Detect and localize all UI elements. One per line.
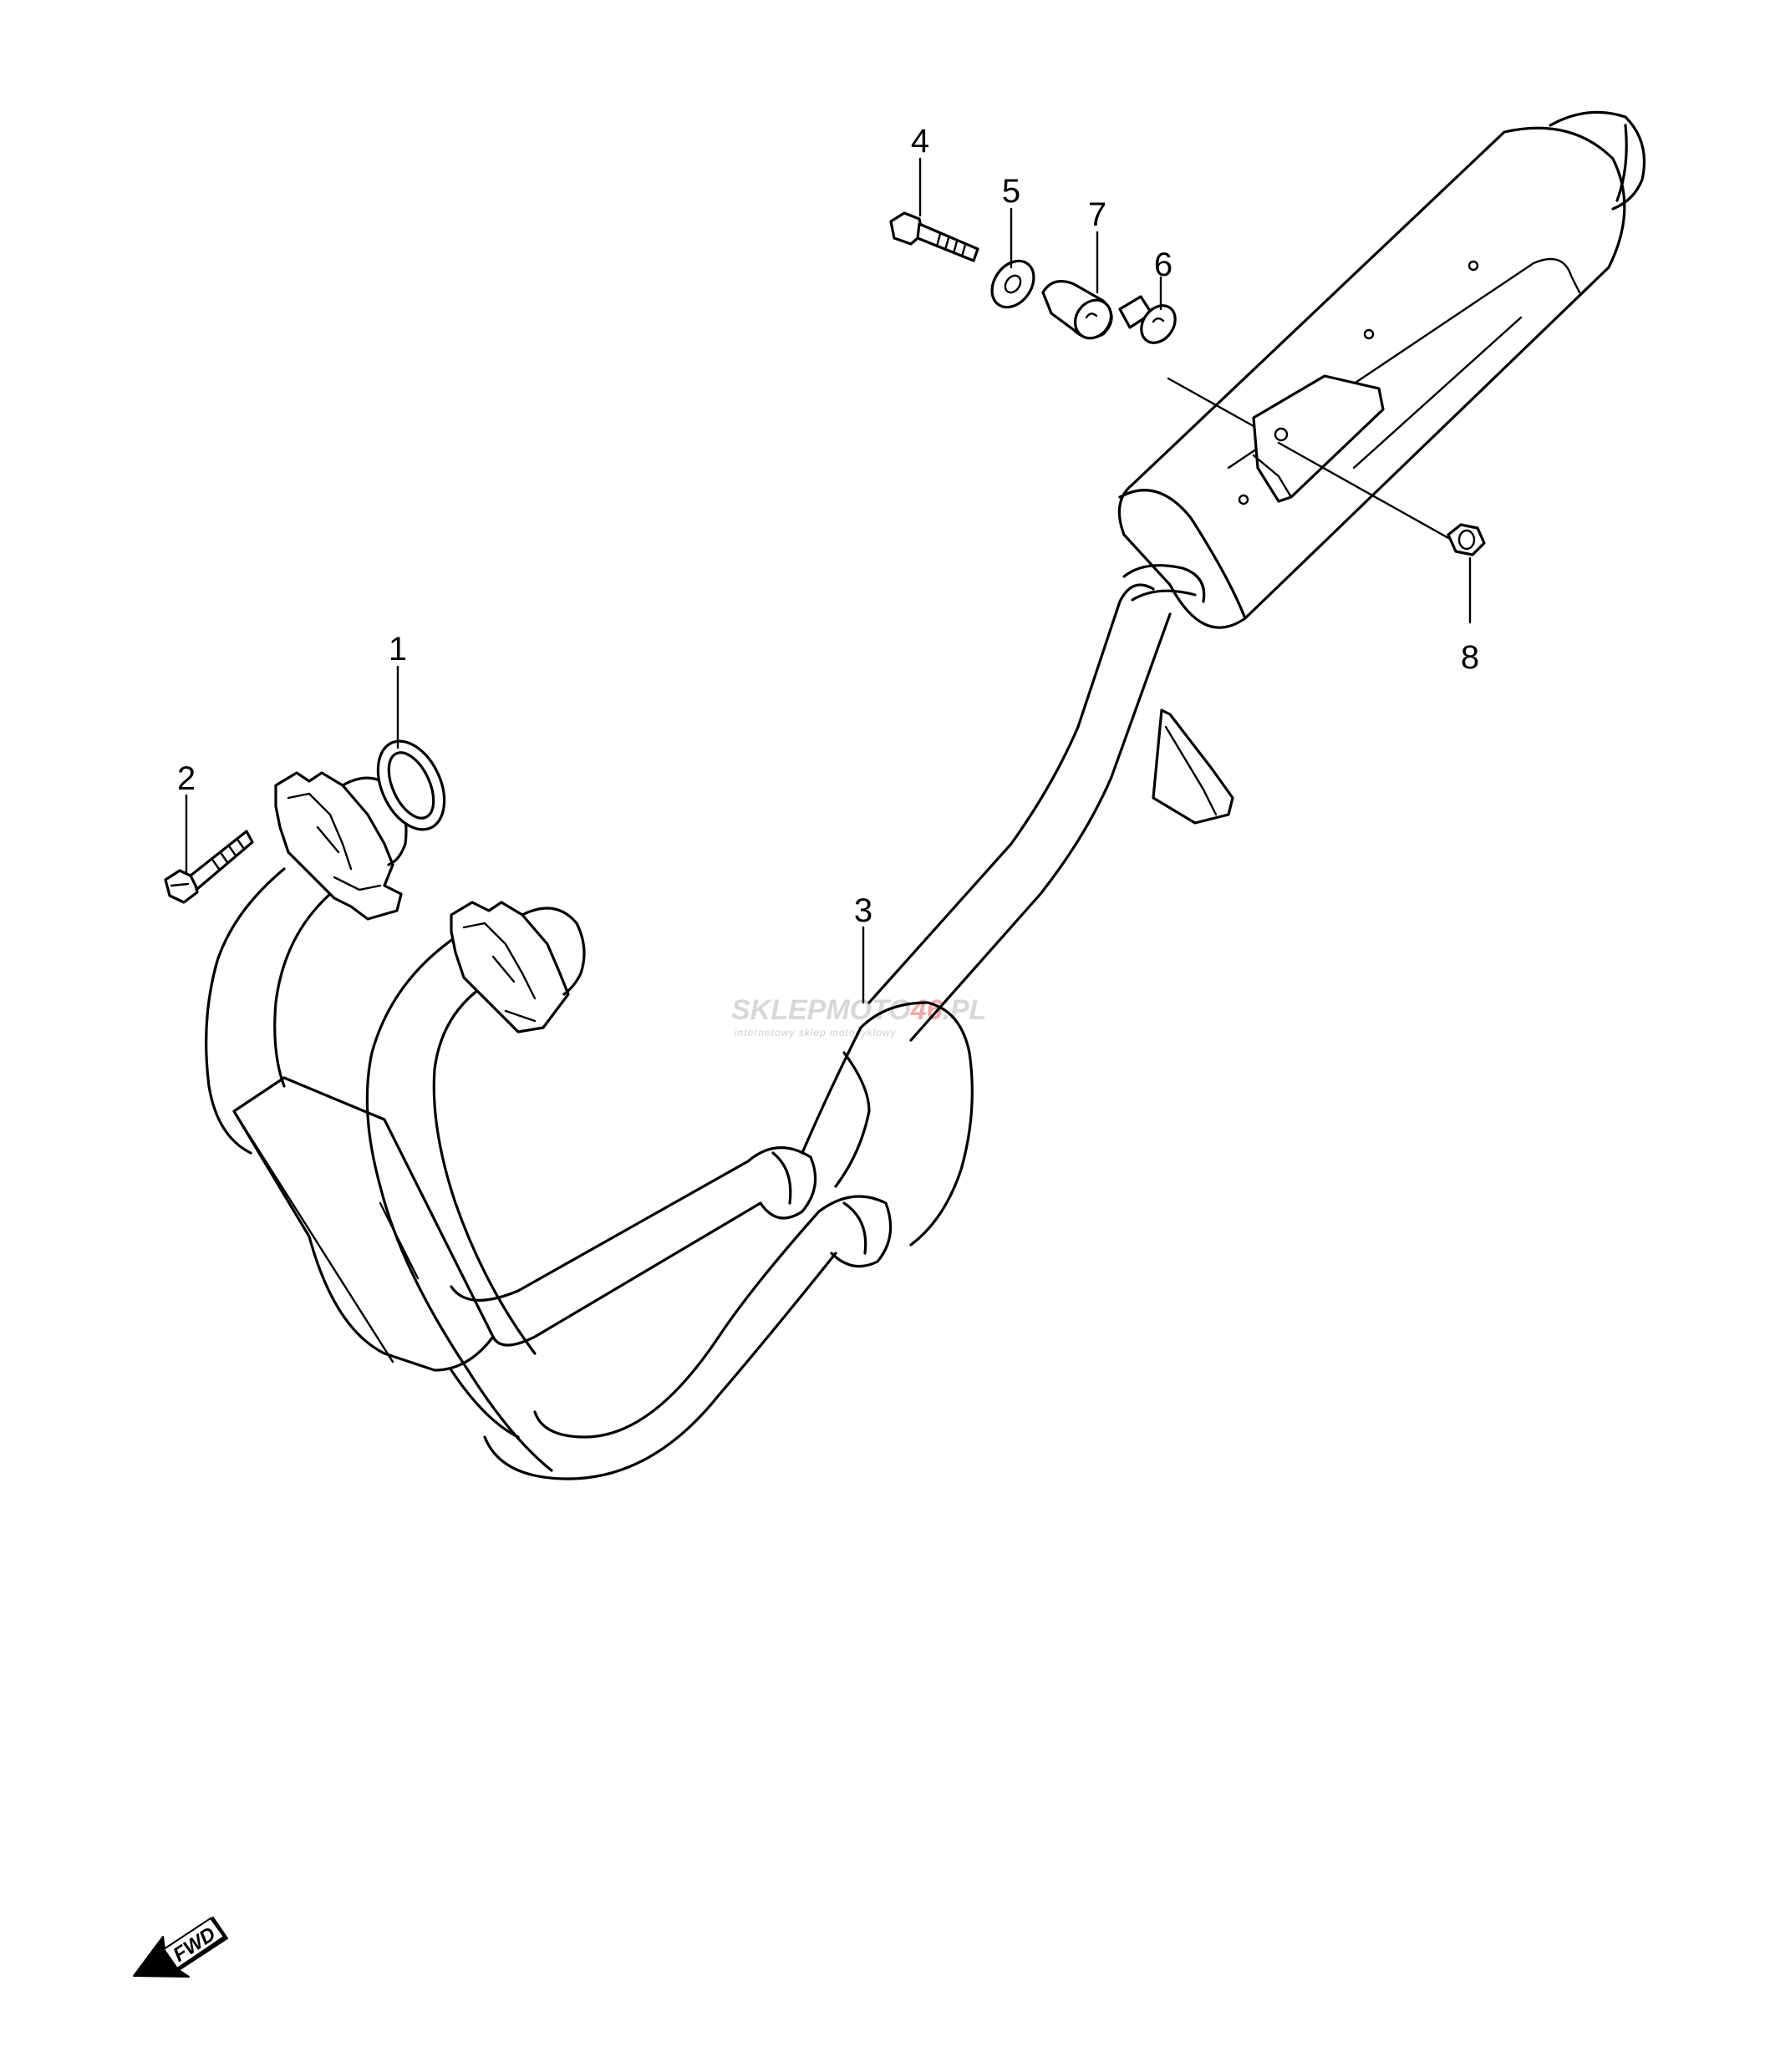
assembly-lines [1167, 377, 1452, 541]
callout-7: 7 [1088, 196, 1106, 233]
leader-lines [185, 157, 1472, 1004]
part-6-collar [1118, 295, 1177, 344]
watermark-tld: .PL [943, 994, 987, 1026]
part-1-gasket [376, 739, 446, 831]
callout-5: 5 [1002, 173, 1020, 210]
part-2-bolt [164, 830, 254, 904]
part-7-cushion [1041, 280, 1113, 340]
callout-8: 8 [1461, 639, 1479, 676]
part-5-washer [990, 259, 1035, 309]
callout-4: 4 [911, 123, 929, 160]
part-8-nut [1447, 523, 1486, 556]
callout-2: 2 [177, 760, 196, 797]
callout-3: 3 [854, 892, 872, 929]
watermark-tagline: internetowy sklep motocyklowy [735, 1027, 897, 1039]
exhaust-pipe-assembly [205, 564, 1234, 1480]
fwd-arrow-icon: FWD [133, 1917, 228, 1978]
muffler [1117, 110, 1645, 629]
callout-1: 1 [389, 631, 407, 668]
callout-6: 6 [1154, 246, 1172, 283]
part-4-bolt [889, 211, 979, 262]
callout-labels: 1 2 3 4 5 6 7 8 [177, 123, 1479, 929]
header-flange-front [450, 901, 586, 1033]
watermark-brand: SKLEPMOTO [731, 994, 911, 1026]
